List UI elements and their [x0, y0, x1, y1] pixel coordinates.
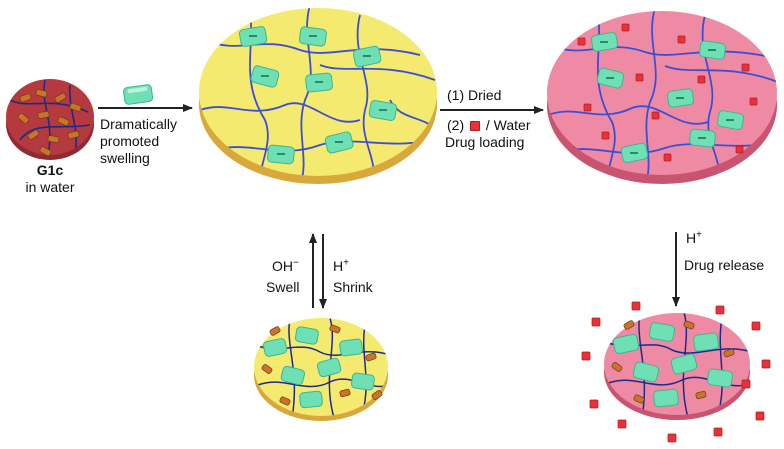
- drug-icon: [470, 121, 481, 131]
- label-swell: Swell: [266, 279, 300, 295]
- loaded-gel-drugs: [577, 23, 758, 162]
- label-h-right-charge: +: [696, 229, 702, 241]
- shrunk-gel-host-cubes: [263, 326, 375, 409]
- loaded-gel-disc: [547, 11, 777, 184]
- g1c-guest-rods: [17, 88, 82, 157]
- swollen-gel-disc: [199, 8, 437, 184]
- reversible-arrows: [309, 233, 327, 309]
- label-drug-loading: Drug loading: [445, 134, 525, 150]
- g1c-disc: [6, 79, 94, 160]
- label-h-left: H+: [333, 258, 349, 275]
- label-h-right: H+: [686, 230, 702, 247]
- label-h-left-charge: +: [343, 257, 349, 269]
- released-gel-disc: [604, 313, 750, 420]
- label-h-right-text: H: [686, 230, 697, 246]
- loaded-gel-host-cubes: [590, 31, 745, 164]
- label-drug-release: Drug release: [684, 257, 765, 273]
- label-step2-suffix: / Water: [485, 117, 531, 133]
- label-step2: (2) / Water: [447, 117, 531, 134]
- label-h-left-text: H: [333, 258, 344, 274]
- label-swelling-2: promoted: [100, 133, 160, 149]
- label-oh-charge: −: [293, 257, 299, 269]
- label-step1-dried: (1) Dried: [447, 87, 502, 103]
- label-in-water: in water: [25, 179, 75, 195]
- label-oh-text: OH: [272, 258, 293, 274]
- released-gel-host-cubes: [612, 322, 733, 408]
- label-g1c: G1c: [36, 162, 64, 178]
- label-swelling-1: Dramatically: [100, 116, 178, 132]
- label-step2-prefix: (2): [447, 117, 465, 133]
- released-gel-guest-rods: [611, 320, 735, 404]
- shrunk-gel-guest-rods: [261, 324, 383, 406]
- host-cube-icon: [123, 84, 154, 105]
- released-drugs: [581, 301, 771, 443]
- label-shrink: Shrink: [333, 279, 373, 295]
- label-swelling-3: swelling: [100, 150, 150, 166]
- swollen-gel-host-cubes: [238, 25, 398, 165]
- label-oh: OH−: [272, 258, 299, 275]
- shrunk-gel-disc: [254, 318, 388, 421]
